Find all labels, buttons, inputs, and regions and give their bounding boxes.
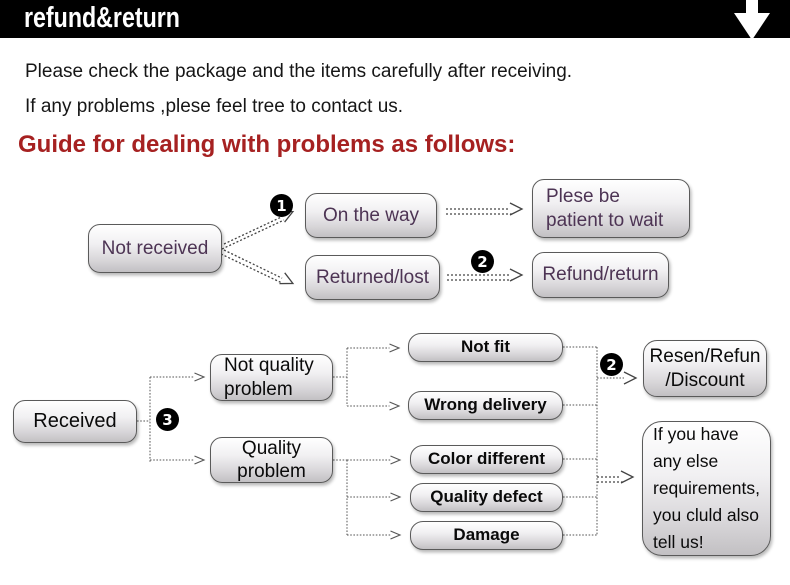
node-label-line1: Not quality (224, 355, 314, 377)
node-label-line2: any else (653, 451, 719, 471)
node-label-line1: Plese be (546, 186, 620, 208)
node-label: On the way (322, 204, 420, 226)
node-label-line1: Quality (241, 437, 302, 459)
flow-node-color-different: Color different (410, 445, 563, 474)
node-label-line5: tell us! (653, 532, 704, 552)
intro-line-2: If any problems ,plese feel tree to cont… (25, 96, 404, 117)
node-label: Refund/return (542, 264, 659, 286)
flow-node-refund-return: Refund/return (532, 252, 669, 298)
flow-node-resen-refun-discount: Resen/Refun /Discount (643, 340, 767, 397)
flow-node-not-received: Not received (88, 224, 222, 273)
flow-node-not-fit: Not fit (408, 333, 563, 362)
node-label-line4: you cluld also (653, 505, 760, 525)
node-label-line1: Resen/Refun (649, 346, 761, 368)
flow-node-on-the-way: On the way (305, 193, 437, 238)
node-label: Damage (453, 525, 520, 545)
section-heading: Guide for dealing with problems as follo… (18, 131, 516, 158)
node-label: Quality defect (430, 487, 543, 507)
node-label-line2: /Discount (665, 369, 745, 391)
badge-1: 1 (270, 194, 293, 217)
flow-node-wrong-delivery: Wrong delivery (408, 391, 563, 420)
page-title: refund&return (24, 2, 180, 34)
node-label: Received (33, 410, 117, 433)
intro-line-1: Please check the package and the items c… (25, 61, 573, 82)
node-label: Wrong delivery (424, 395, 547, 415)
flow-node-not-quality-problem: Not quality problem (210, 354, 333, 401)
node-label-line2: problem (224, 378, 293, 400)
badge-3: 3 (156, 408, 179, 431)
badge-2: 2 (471, 250, 494, 273)
node-label-line3: requirements, (653, 478, 760, 498)
node-label: Not fit (460, 337, 511, 357)
node-label: Color different (427, 449, 546, 469)
node-label-line2: problem (237, 461, 306, 482)
node-label-line1: If you have (653, 424, 739, 444)
down-arrow-icon (734, 0, 770, 40)
flow-node-quality-problem: Quality problem (210, 437, 333, 483)
flow-node-be-patient: Plese be patient to wait (532, 179, 690, 238)
flow-node-returned-lost: Returned/lost (305, 255, 440, 300)
node-label: Returned/lost (315, 266, 429, 288)
node-label: Not received (101, 237, 209, 259)
header-bar: refund&return (0, 0, 790, 40)
flow-node-quality-defect: Quality defect (410, 483, 563, 512)
badge-2-second: 2 (600, 353, 623, 376)
flow-node-received: Received (13, 400, 137, 443)
flow-node-damage: Damage (410, 521, 563, 550)
flow-node-other-requirements: If you have any else requirements, you c… (642, 421, 771, 556)
node-label-line2: patient to wait (546, 209, 664, 231)
